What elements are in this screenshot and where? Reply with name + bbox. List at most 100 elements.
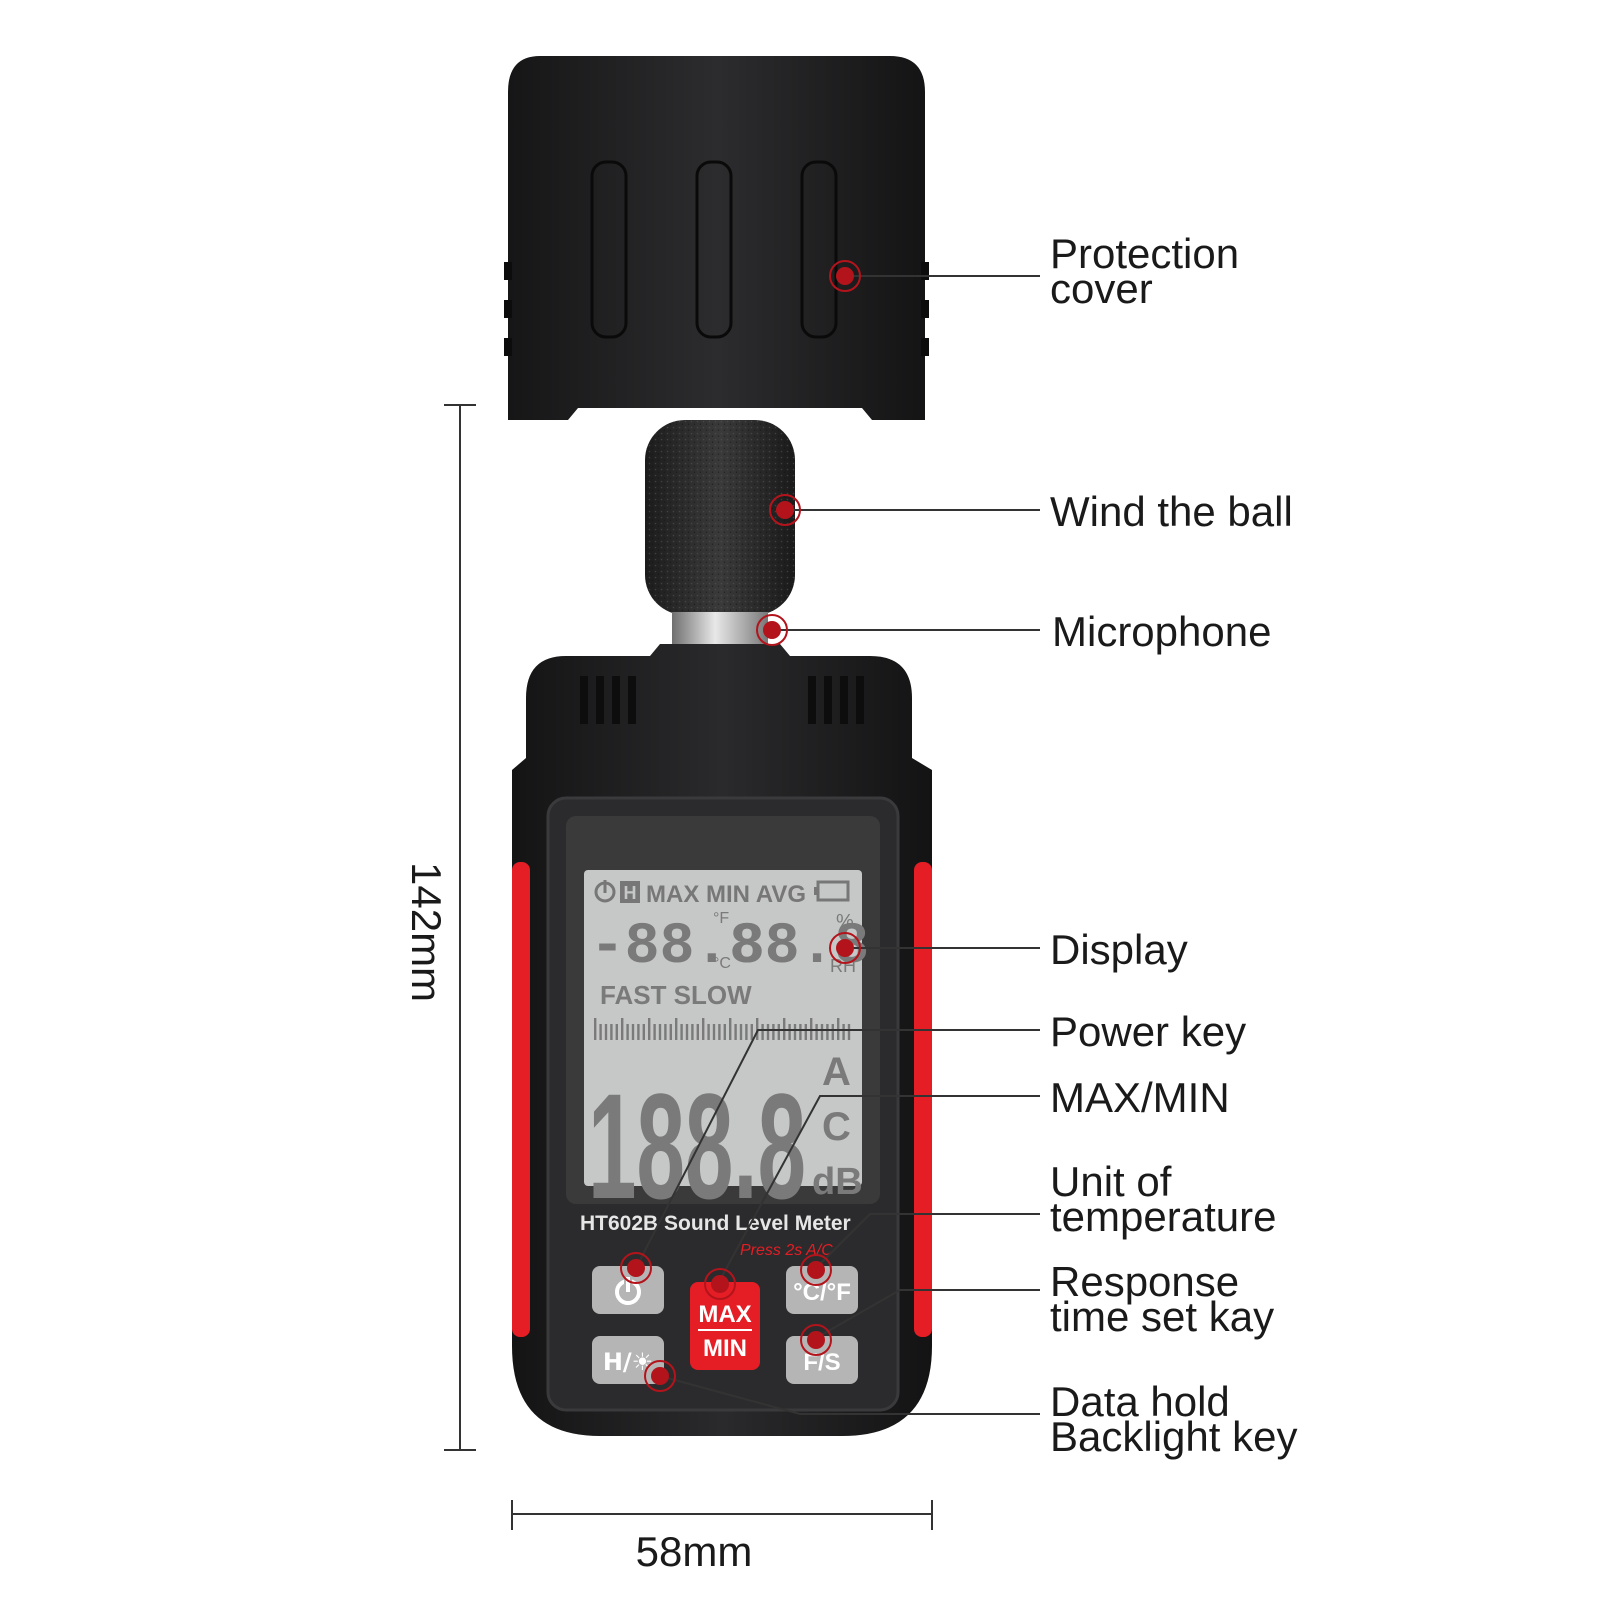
lcd-bar-segment (626, 1024, 629, 1040)
lcd-bar-segment (756, 1018, 759, 1040)
marker-display (829, 932, 861, 964)
callout-data-hold: Data hold Backlight key (1050, 1378, 1298, 1460)
leader-unit-temp (815, 1213, 1040, 1269)
callout-response-key: Response time set kay (1050, 1258, 1275, 1340)
lcd-bar-segment (631, 1024, 635, 1040)
callout-max-min: MAX/MIN (1050, 1074, 1230, 1121)
lcd-hold-icon: H (624, 883, 637, 903)
lcd-bar-segment (648, 1018, 651, 1040)
lcd-bar-segment (637, 1024, 640, 1040)
lcd-bar-segment (680, 1024, 683, 1040)
lcd-bar-segment (804, 1024, 807, 1040)
lcd-bar-segment (696, 1024, 699, 1040)
lcd-bar-segment (594, 1018, 597, 1040)
lcd-temperature: -88.8 (590, 915, 764, 980)
marker-unit-temp (800, 1254, 832, 1286)
press-hint: Press 2s A/C (740, 1242, 833, 1259)
lcd-bar-segment (664, 1024, 667, 1040)
lcd-bar-segment (621, 1018, 624, 1040)
lcd-bar-segment (729, 1018, 732, 1040)
lcd-bar-segment (675, 1018, 678, 1040)
lcd-bar-segment (734, 1024, 737, 1040)
lcd-bar-segment (820, 1024, 824, 1040)
lcd-display: H MAX MIN AVG -88.8 °F °C 88.8 % RH FAST… (566, 816, 880, 1230)
width-dimension-label: 58mm (636, 1528, 753, 1575)
model-label: HT602B Sound Level Meter (580, 1212, 851, 1235)
lcd-bar-segment (707, 1024, 710, 1040)
microphone (672, 612, 768, 646)
marker-data-hold (644, 1360, 676, 1392)
lcd-bar-segment (777, 1024, 780, 1040)
lcd-bar-segment (712, 1024, 716, 1040)
lcd-mode-row: MAX MIN AVG (646, 881, 806, 908)
callout-markers (620, 260, 861, 1392)
lcd-bar-segment (599, 1024, 602, 1040)
lcd-bar-segment (658, 1024, 662, 1040)
lcd-bar-segment (691, 1024, 694, 1040)
lcd-bar-segment (718, 1024, 721, 1040)
lcd-bar-segment (772, 1024, 775, 1040)
lcd-bar-segment (799, 1024, 802, 1040)
max-min-button[interactable]: MAX MIN (690, 1282, 760, 1370)
lcd-weighting-a: A (822, 1050, 851, 1094)
lcd-bar-segment (642, 1024, 645, 1040)
max-key-label: MAX (698, 1301, 751, 1328)
power-indicator-icon (594, 880, 616, 903)
wind-ball (645, 420, 795, 615)
callout-microphone: Microphone (1052, 608, 1272, 655)
lcd-bar-segment (745, 1024, 748, 1040)
lcd-bar-segment (610, 1024, 613, 1040)
lcd-bar-segment (723, 1024, 726, 1040)
lcd-bar-segment (604, 1024, 608, 1040)
lcd-response-modes: FAST SLOW (600, 980, 752, 1010)
leader-response (815, 1289, 1040, 1339)
lcd-bar-segment (766, 1024, 770, 1040)
lcd-bar-segment (615, 1024, 618, 1040)
lcd-bar-segment (831, 1024, 834, 1040)
min-key-label: MIN (703, 1335, 747, 1362)
lcd-unit-c: °C (713, 955, 731, 972)
lcd-bar-segment (788, 1024, 791, 1040)
callout-power-key: Power key (1050, 1008, 1247, 1055)
lcd-bar-segment (702, 1018, 705, 1040)
lcd-bar-segment (793, 1024, 797, 1040)
leader-max-min (719, 1095, 1040, 1281)
lcd-bar-segment (739, 1024, 743, 1040)
callout-protection-cover: Protection cover (1050, 230, 1240, 312)
dimension-lines (444, 404, 933, 1530)
lcd-bar-segment (685, 1024, 689, 1040)
lcd-bar-segment (653, 1024, 656, 1040)
height-dimension-label: 142mm (403, 862, 450, 1002)
callout-wind-ball: Wind the ball (1050, 488, 1293, 535)
marker-max-min (704, 1268, 736, 1300)
battery-icon (814, 880, 850, 902)
lcd-unit-f: °F (713, 910, 729, 927)
callout-unit-temp: Unit of temperature (1050, 1158, 1277, 1240)
lcd-bar-graph (594, 1018, 851, 1040)
lcd-bar-segment (842, 1024, 845, 1040)
leader-power-key (635, 1029, 1040, 1269)
protection-cover (504, 56, 929, 420)
marker-wind-ball (769, 494, 801, 526)
lcd-main-reading: 188.8 (588, 1062, 806, 1230)
lcd-bar-segment (750, 1024, 753, 1040)
callout-display: Display (1050, 926, 1188, 973)
lcd-unit-db: dB (812, 1161, 863, 1203)
hold-indicator-box (620, 881, 640, 903)
leader-lines (635, 275, 1040, 1415)
lcd-bar-segment (761, 1024, 764, 1040)
lcd-bar-segment (815, 1024, 818, 1040)
marker-response (800, 1324, 832, 1356)
lcd-unit-percent: % (836, 911, 854, 933)
marker-protection-cover (829, 260, 861, 292)
lcd-bar-segment (847, 1024, 851, 1040)
lcd-weighting-c: C (822, 1105, 851, 1149)
lcd-bar-segment (826, 1024, 829, 1040)
leader-data-hold (659, 1375, 1040, 1415)
lcd-bar-segment (669, 1024, 672, 1040)
marker-power-key (620, 1252, 652, 1284)
marker-microphone (756, 614, 788, 646)
power-button[interactable] (592, 1266, 664, 1314)
